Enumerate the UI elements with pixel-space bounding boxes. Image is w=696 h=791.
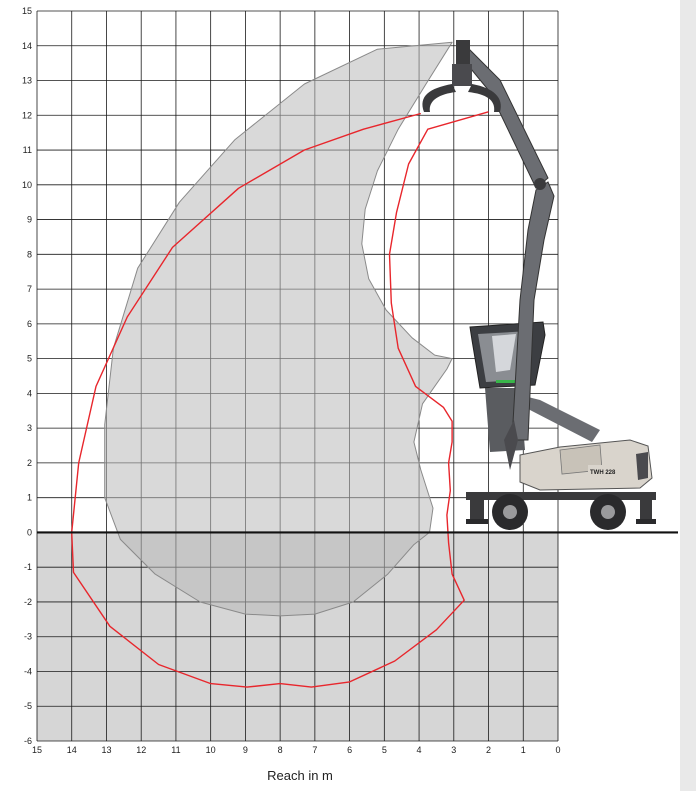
y-tick-label: 14 [22, 41, 32, 51]
x-axis-label: Reach in m [267, 768, 333, 783]
y-tick-label: -4 [24, 666, 32, 676]
grapple-tine-right [468, 84, 501, 112]
x-tick-label: 13 [101, 745, 111, 755]
x-tick-label: 10 [206, 745, 216, 755]
x-tick-label: 12 [136, 745, 146, 755]
x-tick-label: 4 [417, 745, 422, 755]
cab-accent-stripe [496, 380, 518, 383]
y-tick-label: -2 [24, 597, 32, 607]
cab-support-arm [520, 395, 600, 442]
grapple-tine-left [422, 84, 456, 112]
x-tick-label: 5 [382, 745, 387, 755]
working-area [104, 41, 453, 617]
y-tick-label: 12 [22, 110, 32, 120]
x-tick-label: 9 [243, 745, 248, 755]
x-tick-label: 2 [486, 745, 491, 755]
y-tick-label: 6 [27, 319, 32, 329]
x-tick-label: 1 [521, 745, 526, 755]
front-wheel-hub [503, 505, 517, 519]
model-badge-bg [588, 465, 628, 476]
chassis-frame [466, 492, 656, 500]
front-outrigger-pad [466, 519, 488, 524]
y-tick-label: -1 [24, 562, 32, 572]
y-tick-label: 15 [22, 6, 32, 16]
cab-window-glare [492, 334, 516, 372]
side-panel [680, 0, 696, 791]
y-tick-label: 5 [27, 354, 32, 364]
x-tick-label: 14 [67, 745, 77, 755]
reach-curve-line [70, 111, 489, 688]
y-tick-label: 7 [27, 284, 32, 294]
y-tick-label: 9 [27, 215, 32, 225]
y-tick-label: 13 [22, 76, 32, 86]
boom-pivot [534, 178, 546, 190]
y-tick-label: -5 [24, 701, 32, 711]
y-tick-label: -6 [24, 736, 32, 746]
rear-outrigger [640, 499, 652, 521]
y-tick-label: 1 [27, 493, 32, 503]
model-badge: TWH 228 [590, 470, 616, 476]
y-tick-label: -3 [24, 632, 32, 642]
front-outrigger [470, 499, 484, 521]
y-tick-label: 4 [27, 388, 32, 398]
rear-wheel-hub [601, 505, 615, 519]
x-tick-label: 15 [32, 745, 42, 755]
stick-arm [461, 49, 549, 189]
x-tick-label: 6 [347, 745, 352, 755]
y-tick-label: 11 [23, 145, 32, 155]
reach-curve [70, 111, 489, 688]
material-handler-illustration: TWH 228 [422, 40, 656, 530]
boom-cylinder [504, 420, 518, 470]
grapple-head [456, 40, 470, 64]
x-tick-label: 3 [451, 745, 456, 755]
working-area-polygon [104, 41, 453, 617]
y-tick-label: 8 [27, 249, 32, 259]
main-boom [511, 181, 555, 441]
rear-outrigger-pad [636, 519, 656, 524]
y-tick-label: 10 [22, 180, 32, 190]
grapple-rotator [452, 64, 472, 86]
rear-grille [636, 452, 648, 480]
y-tick-label: 2 [27, 458, 32, 468]
y-tick-label: 3 [27, 423, 32, 433]
x-tick-label: 0 [555, 745, 560, 755]
x-tick-label: 8 [278, 745, 283, 755]
x-tick-label: 7 [312, 745, 317, 755]
x-tick-label: 11 [171, 745, 180, 755]
y-tick-label: 0 [27, 527, 32, 537]
